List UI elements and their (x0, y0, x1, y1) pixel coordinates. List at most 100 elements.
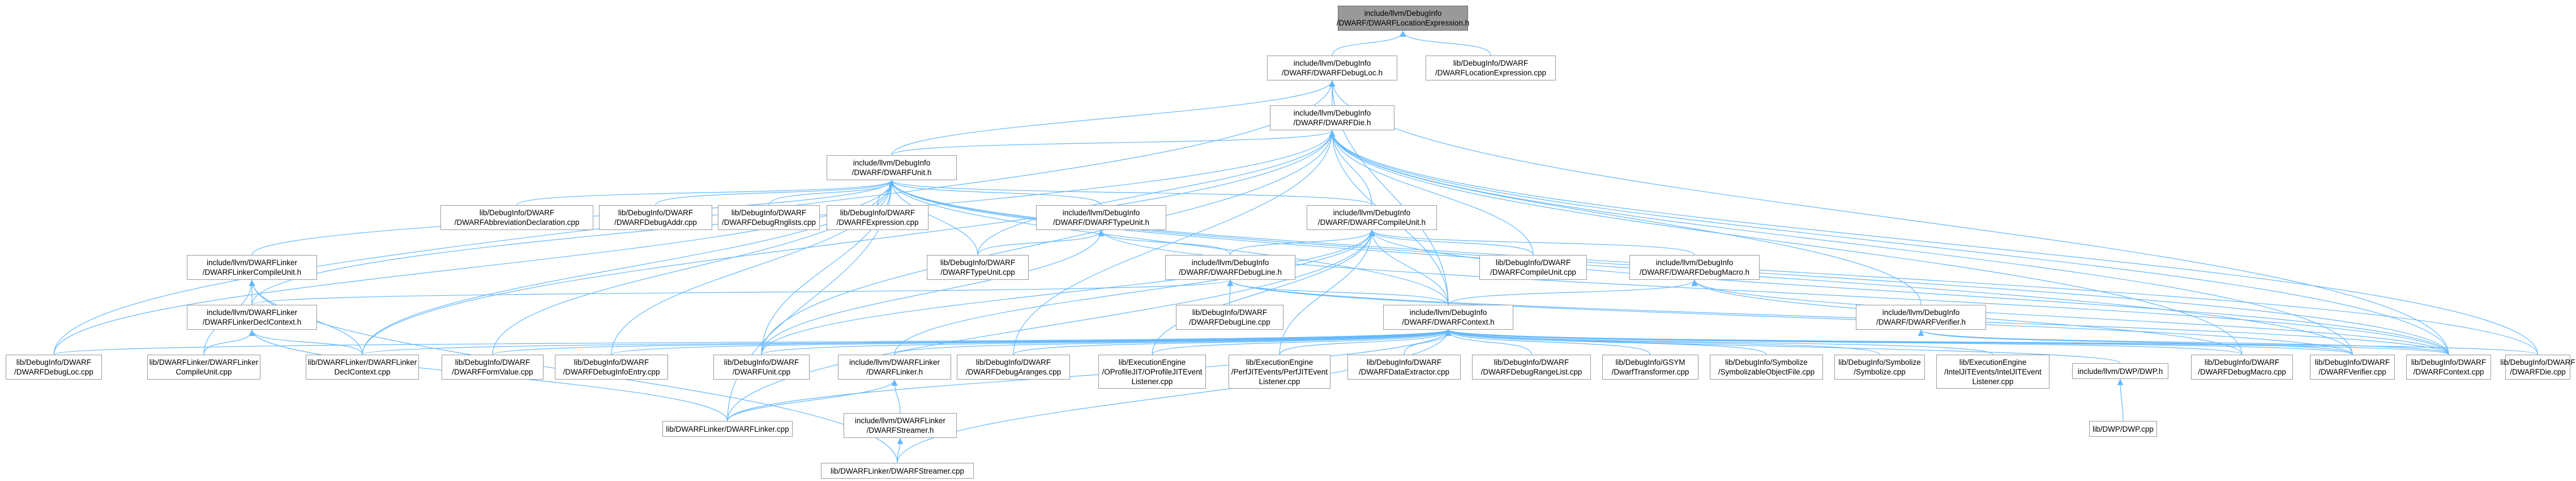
node-debuginfoentry-cpp[interactable]: lib/DebugInfo/DWARF/DWARFDebugInfoEntry.… (555, 355, 668, 380)
edge-compileunit_h-includes-unit_h (888, 180, 1372, 206)
node-label-line: include/llvm/DebugInfo (1062, 208, 1140, 217)
node-linker-cpp[interactable]: lib/DWARFLinker/DWARFLinker.cpp (662, 421, 793, 437)
node-debugloc-h[interactable]: include/llvm/DebugInfo/DWARF/DWARFDebugL… (1267, 56, 1397, 80)
edge-dwp_cpp-includes-dwp_h (2117, 378, 2124, 422)
node-expression-cpp[interactable]: lib/DebugInfo/DWARF/DWARFExpression.cpp (827, 205, 928, 230)
node-label-line: lib/DebugInfo/DWARF (1494, 358, 1569, 367)
edge-typeunit_cpp-includes-typeunit_h (977, 229, 1105, 256)
node-verifier-h[interactable]: include/llvm/DebugInfo/DWARF/DWARFVerifi… (1856, 305, 1986, 330)
node-label-line: include/llvm/DebugInfo (1191, 258, 1269, 267)
node-unit-h[interactable]: include/llvm/DebugInfo/DWARF/DWARFUnit.h (827, 155, 957, 180)
edge-debugaddr_cpp-includes-unit_h (655, 180, 895, 206)
edge-verifier_cpp-includes-debugline_h (1227, 279, 2353, 355)
node-label-line: lib/DWP/DWP.cpp (2093, 424, 2154, 433)
edge-debugaranges_cpp-includes-context_h (1013, 329, 1452, 355)
node-unit-cpp[interactable]: lib/DebugInfo/DWARF/DWARFUnit.cpp (713, 355, 810, 380)
edge-unit_h-includes-debugloc_h (891, 80, 1336, 156)
node-linker-h[interactable]: include/llvm/DWARFLinker/DWARFLinker.h (838, 355, 951, 380)
node-typeunit-cpp[interactable]: lib/DebugInfo/DWARF/DWARFTypeUnit.cpp (927, 255, 1029, 280)
node-label-line: lib/DebugInfo/DWARF (1366, 358, 1442, 367)
node-dwp-cpp[interactable]: lib/DWP/DWP.cpp (2089, 421, 2157, 437)
edge-perfjit_cpp-includes-compileunit_h (1279, 229, 1375, 355)
node-linkerdecl-h[interactable]: include/llvm/DWARFLinker/DWARFLinkerDecl… (187, 305, 317, 330)
node-gsym-cpp[interactable]: lib/DebugInfo/GSYM/DwarfTransformer.cpp (1602, 355, 1698, 380)
node-context-cpp[interactable]: lib/DebugInfo/DWARF/DWARFContext.cpp (2406, 355, 2491, 380)
node-symbolize-cpp[interactable]: lib/DebugInfo/Symbolize/Symbolize.cpp (1834, 355, 1925, 380)
edge-linker_cpp-includes-linker_h (727, 379, 898, 422)
node-label-line: /DWARF/DWARFDie.h (1293, 118, 1371, 127)
node-label-line: /DWARFContext.cpp (2413, 368, 2484, 376)
node-label-line: lib/DebugInfo/DWARF (2411, 358, 2487, 367)
node-verifier-cpp[interactable]: lib/DebugInfo/DWARF/DWARFVerifier.cpp (2310, 355, 2395, 380)
edge-unit_cpp-includes-typeunit_h (761, 229, 1105, 355)
node-debugloc-cpp[interactable]: lib/DebugInfo/DWARF/DWARFDebugLoc.cpp (6, 355, 102, 380)
edge-streamer_cpp-includes-context_h (897, 329, 1452, 463)
node-rnglists-cpp[interactable]: lib/DebugInfo/DWARF/DWARFDebugRnglists.c… (718, 205, 820, 230)
node-rangelist-cpp[interactable]: lib/DebugInfo/DWARF/DWARFDebugRangeList.… (1472, 355, 1591, 380)
node-abbrev-cpp[interactable]: lib/DebugInfo/DWARF/DWARFAbbreviationDec… (440, 205, 593, 230)
node-context-h[interactable]: include/llvm/DebugInfo/DWARF/DWARFContex… (1383, 305, 1513, 330)
node-intel-cpp[interactable]: lib/ExecutionEngine/IntelJITEvents/Intel… (1936, 355, 2049, 389)
node-streamer-h[interactable]: include/llvm/DWARFLinker/DWARFStreamer.h (844, 413, 957, 438)
node-label-line: lib/DebugInfo/DWARF (1192, 308, 1268, 317)
edge-linker_h-includes-context_h (894, 329, 1452, 355)
node-label-line: include/llvm/DebugInfo (1409, 308, 1487, 317)
edge-formvalue_cpp-includes-context_h (492, 329, 1451, 355)
node-label-line: /DWARFDebugAranges.cpp (965, 368, 1062, 376)
edge-debugloc_cpp-includes-context_h (53, 329, 1451, 355)
node-label-line: lib/DebugInfo/DWARF (2500, 358, 2575, 367)
node-die-h[interactable]: include/llvm/DebugInfo/DWARF/DWARFDie.h (1270, 105, 1394, 130)
node-debugline-h[interactable]: include/llvm/DebugInfo/DWARF/DWARFDebugL… (1165, 255, 1295, 280)
node-label-line: /DWARF/DWARFLocationExpression.h (1336, 19, 1470, 27)
node-debugaddr-cpp[interactable]: lib/DebugInfo/DWARF/DWARFDebugAddr.cpp (599, 205, 712, 230)
node-typeunit-h[interactable]: include/llvm/DebugInfo/DWARF/DWARFTypeUn… (1036, 205, 1166, 230)
edge-compileunit_cpp-includes-die_h (1329, 130, 1534, 256)
edge-linkerdecl_cpp-includes-linkerdecl_h (249, 329, 363, 355)
node-formvalue-cpp[interactable]: lib/DebugInfo/DWARF/DWARFFormValue.cpp (442, 355, 544, 380)
node-label-line: include/llvm/DWP/DWP.h (2077, 367, 2163, 376)
edge-oprofile_cpp-includes-context_h (1152, 329, 1452, 355)
edge-debuginfoentry_cpp-includes-context_h (611, 329, 1451, 355)
node-streamer-cpp[interactable]: lib/DWARFLinker/DWARFStreamer.cpp (821, 463, 974, 479)
edge-unit_cpp-includes-compileunit_h (761, 229, 1375, 355)
node-debugaranges-cpp[interactable]: lib/DebugInfo/DWARF/DWARFDebugAranges.cp… (957, 355, 1070, 380)
node-label-line: /DWARFStreamer.h (866, 426, 934, 435)
node-dataextractor-cpp[interactable]: lib/DebugInfo/DWARF/DWARFDataExtractor.c… (1347, 355, 1461, 380)
node-label-line: /DWARFFormValue.cpp (452, 368, 533, 376)
node-debugmacro-cpp[interactable]: lib/DebugInfo/DWARF/DWARFDebugMacro.cpp (2191, 355, 2293, 380)
node-symobj-cpp[interactable]: lib/DebugInfo/Symbolize/SymbolizableObje… (1710, 355, 1823, 380)
node-debugmacro-h[interactable]: include/llvm/DebugInfo/DWARF/DWARFDebugM… (1629, 255, 1760, 280)
node-oprofile-cpp[interactable]: lib/ExecutionEngine/OProfileJIT/OProfile… (1098, 355, 1206, 389)
node-label-line: include/llvm/DebugInfo (1882, 308, 1960, 317)
node-label-line: lib/ExecutionEngine (1959, 357, 2027, 367)
edge-debugmacro_h-includes-compileunit_h (1368, 229, 1695, 256)
node-die-cpp[interactable]: lib/DebugInfo/DWARF/DWARFDie.cpp (2500, 355, 2575, 380)
node-label-line: include/llvm/DebugInfo (1333, 208, 1411, 217)
node-dwp-h[interactable]: include/llvm/DWP/DWP.h (2072, 363, 2168, 379)
node-linkercu-h[interactable]: include/llvm/DWARFLinker/DWARFLinkerComp… (187, 255, 317, 280)
node-compileunit-h[interactable]: include/llvm/DebugInfo/DWARF/DWARFCompil… (1307, 205, 1437, 230)
node-compileunit-cpp[interactable]: lib/DebugInfo/DWARF/DWARFCompileUnit.cpp (1479, 255, 1587, 280)
node-label-line: include/llvm/DebugInfo (853, 159, 931, 167)
node-label-line: /DWARFLinkerCompileUnit.h (202, 268, 302, 276)
node-label-line: /DWARFLinkerDeclContext.h (202, 318, 302, 326)
node-label-line: lib/DebugInfo/DWARF (840, 208, 915, 217)
edge-typeunit_cpp-includes-unit_h (888, 180, 978, 256)
edge-locexpr_cpp-includes-root (1400, 30, 1491, 56)
node-label-line: include/llvm/DebugInfo (1293, 109, 1371, 117)
node-label-line: include/llvm/DWARFLinker (206, 258, 298, 267)
node-label-line: lib/ExecutionEngine (1118, 357, 1186, 367)
edge-debugline_h-includes-typeunit_h (1098, 229, 1231, 256)
edge-die_cpp-includes-context_h (1445, 329, 2539, 355)
node-label-line: /DWARFDebugLoc.cpp (14, 368, 93, 376)
node-locexpr-cpp[interactable]: lib/DebugInfo/DWARF/DWARFLocationExpress… (1426, 56, 1556, 80)
node-label-line: lib/DebugInfo/Symbolize (1725, 358, 1808, 367)
node-debugline-cpp[interactable]: lib/DebugInfo/DWARF/DWARFDebugLine.cpp (1176, 305, 1283, 330)
node-label-line: /DWARF/DWARFUnit.h (851, 168, 932, 177)
edge-symobj_cpp-includes-context_h (1445, 329, 1767, 355)
edge-context_h-includes-compileunit_h (1368, 229, 1449, 305)
node-perfjit-cpp[interactable]: lib/ExecutionEngine/PerfJITEvents/PerfJI… (1229, 355, 1330, 389)
